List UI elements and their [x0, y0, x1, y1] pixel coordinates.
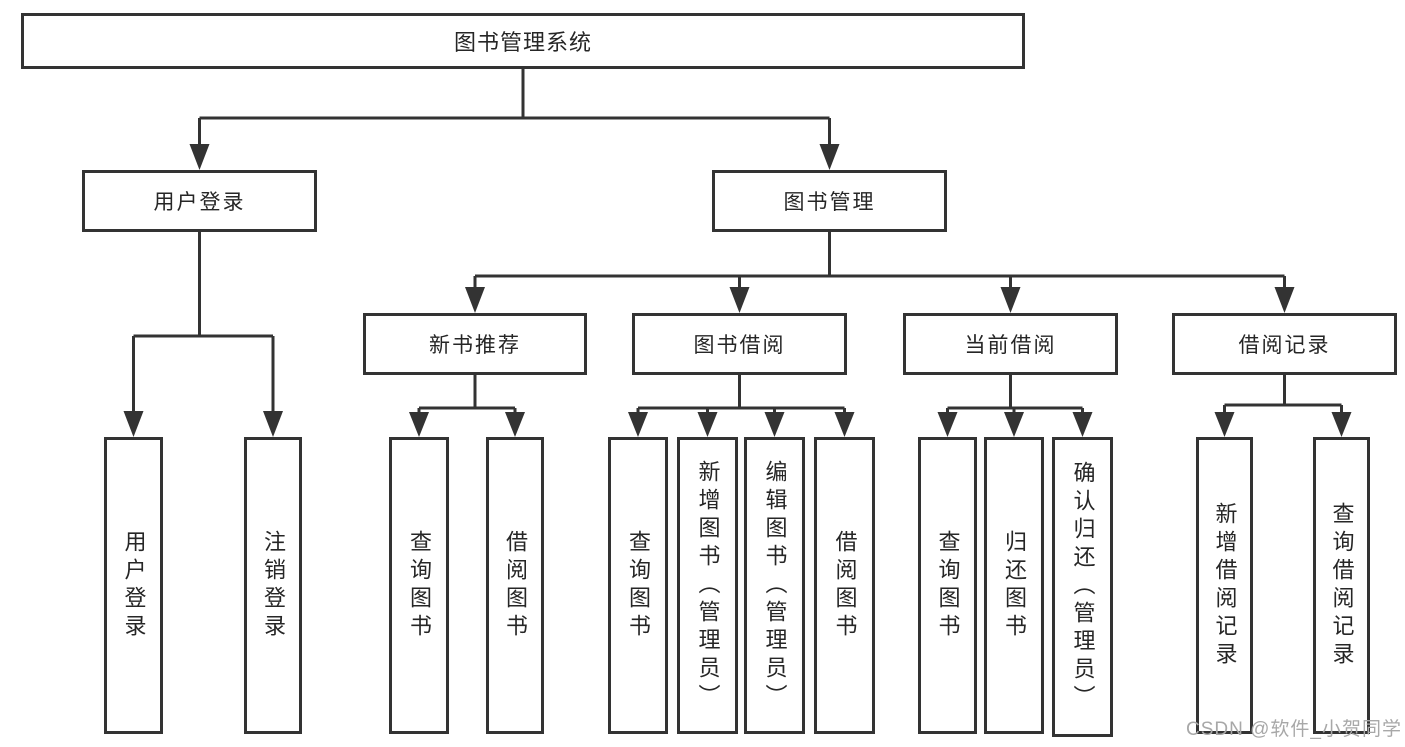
arrow-icon	[263, 411, 283, 437]
node-current-borrow-label: 当前借阅	[964, 334, 1057, 357]
arrow-icon	[189, 144, 210, 170]
leaf-borrow-book: 借阅图书	[814, 437, 875, 734]
leaf-return-book: 归还图书	[984, 437, 1044, 734]
leaf-add-borrow-record-label: 新增借阅记录	[1212, 501, 1238, 670]
leaf-borrow-book-recommend: 借阅图书	[486, 437, 544, 734]
arrow-icon	[764, 412, 785, 437]
leaf-add-book-admin: 新增图书（管理员）	[677, 437, 738, 734]
node-new-book-recommend-label: 新书推荐	[429, 334, 521, 357]
arrowheads	[123, 144, 1352, 437]
node-book-borrow: 图书借阅	[632, 313, 847, 375]
leaf-borrow-book-label: 借阅图书	[832, 529, 858, 642]
leaf-edit-book-admin-label: 编辑图书（管理员）	[762, 459, 788, 712]
arrow-icon	[1072, 412, 1093, 437]
node-book-borrow-label: 图书借阅	[693, 334, 786, 357]
leaf-borrow-book-recommend-label: 借阅图书	[503, 529, 528, 642]
node-user-login-label: 用户登录	[153, 191, 246, 214]
arrow-icon	[937, 412, 958, 437]
leaf-query-borrow-record-label: 查询借阅记录	[1329, 501, 1355, 670]
leaf-logout: 注销登录	[244, 437, 302, 734]
arrow-icon	[1274, 287, 1295, 313]
node-current-borrow: 当前借阅	[903, 313, 1118, 375]
arrow-icon	[819, 144, 840, 170]
leaf-user-login-label: 用户登录	[121, 529, 147, 642]
leaf-query-book-borrow: 查询图书	[608, 437, 668, 734]
arrow-icon	[465, 287, 485, 313]
node-book-management-label: 图书管理	[783, 191, 876, 214]
node-book-management: 图书管理	[712, 170, 947, 232]
leaf-query-borrow-record: 查询借阅记录	[1313, 437, 1370, 734]
arrow-icon	[697, 412, 718, 437]
connector-edges	[132, 69, 1343, 416]
arrow-icon	[409, 412, 429, 437]
leaf-confirm-return-admin: 确认归还（管理员）	[1052, 437, 1113, 737]
leaf-query-book-borrow-label: 查询图书	[626, 529, 651, 642]
arrow-icon	[1331, 412, 1352, 437]
arrow-icon	[1214, 412, 1235, 437]
arrow-icon	[834, 412, 855, 437]
arrow-icon	[505, 412, 525, 437]
leaf-logout-label: 注销登录	[261, 529, 286, 642]
leaf-add-book-admin-label: 新增图书（管理员）	[695, 459, 721, 712]
leaf-user-login: 用户登录	[104, 437, 163, 734]
leaf-confirm-return-admin-label: 确认归还（管理员）	[1070, 461, 1096, 713]
arrow-icon	[123, 411, 144, 437]
leaf-query-book-current: 查询图书	[918, 437, 977, 734]
node-user-login: 用户登录	[82, 170, 317, 232]
leaf-add-borrow-record: 新增借阅记录	[1196, 437, 1253, 734]
csdn-watermark: CSDN @软件_小贺同学	[1186, 719, 1402, 740]
node-root-label: 图书管理系统	[453, 30, 592, 55]
leaf-edit-book-admin: 编辑图书（管理员）	[744, 437, 805, 734]
leaf-return-book-label: 归还图书	[1002, 529, 1027, 642]
arrow-icon	[1004, 412, 1024, 437]
leaf-query-book-recommend-label: 查询图书	[407, 529, 432, 642]
node-new-book-recommend: 新书推荐	[363, 313, 587, 375]
arrow-icon	[729, 287, 750, 313]
node-borrow-record-label: 借阅记录	[1238, 334, 1331, 357]
leaf-query-book-recommend: 查询图书	[389, 437, 449, 734]
node-borrow-record: 借阅记录	[1172, 313, 1397, 375]
leaf-query-book-current-label: 查询图书	[935, 529, 961, 642]
arrow-icon	[1000, 287, 1021, 313]
arrow-icon	[628, 412, 648, 437]
node-root: 图书管理系统	[21, 13, 1025, 69]
